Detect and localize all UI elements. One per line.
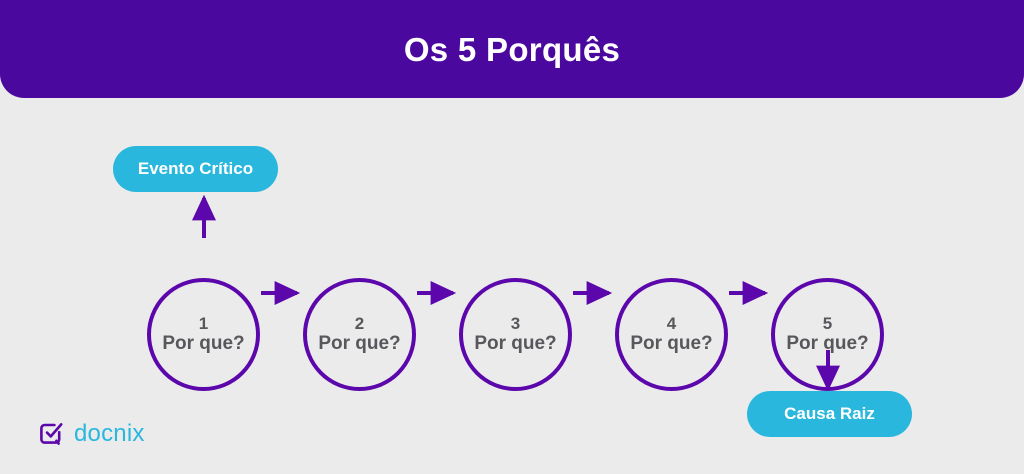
page-title: Os 5 Porquês (403, 30, 621, 68)
badge-causa-raiz: Causa Raiz (747, 391, 912, 437)
why-step-5-label: Por que? (786, 333, 869, 355)
badge-evento-critico-label: Evento Crítico (137, 159, 254, 178)
why-step-3-number: 3 (510, 313, 521, 333)
badge-evento-critico: Evento Crítico (113, 146, 278, 192)
why-step-5: 5 Por que? (771, 278, 884, 391)
header-banner: Os 5 Porquês (0, 0, 1024, 98)
why-step-4-number: 4 (666, 313, 677, 333)
diagram-canvas: Evento Crítico 1 Por que? 2 Por que? 3 P… (0, 98, 1024, 474)
why-step-2-number: 2 (354, 313, 365, 333)
why-step-1-label: Por que? (162, 333, 245, 355)
why-step-3: 3 Por que? (459, 278, 572, 391)
checkbox-check-icon (38, 420, 65, 447)
why-step-5-number: 5 (822, 313, 833, 333)
why-step-2-label: Por que? (318, 333, 401, 355)
why-step-1-number: 1 (198, 313, 209, 333)
badge-causa-raiz-label: Causa Raiz (784, 404, 875, 423)
why-step-3-label: Por que? (474, 333, 557, 355)
why-step-2: 2 Por que? (303, 278, 416, 391)
why-step-1: 1 Por que? (147, 278, 260, 391)
why-step-4-label: Por que? (630, 333, 713, 355)
why-step-4: 4 Por que? (615, 278, 728, 391)
brand-logo: docnix (38, 420, 145, 447)
brand-wordmark: docnix (74, 419, 145, 447)
